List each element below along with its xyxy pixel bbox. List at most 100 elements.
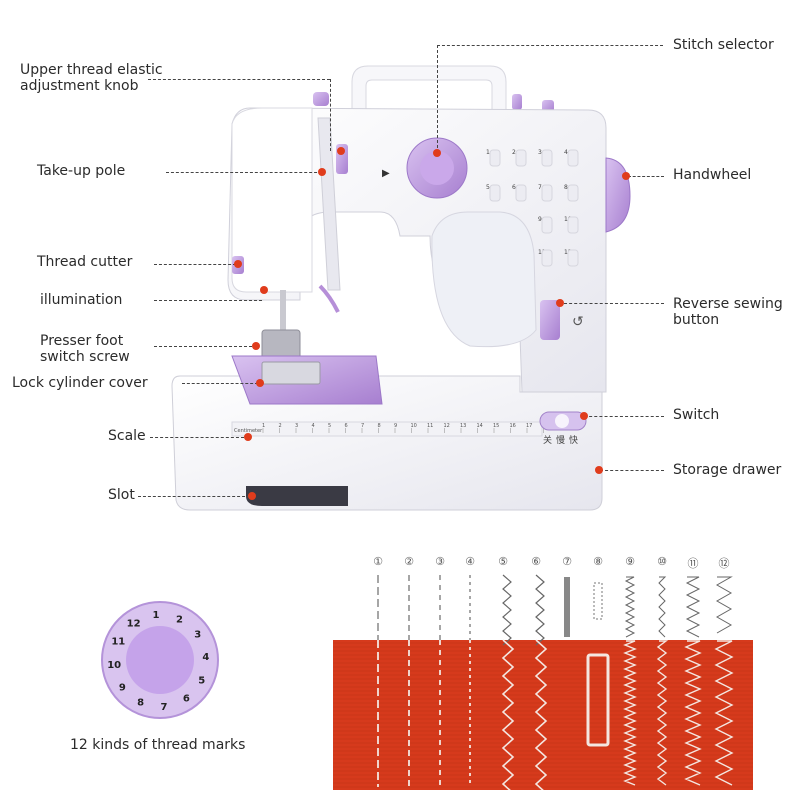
ruler-number: 6 [345, 423, 348, 429]
ruler-number: 16 [510, 423, 516, 429]
dial-number: 3 [194, 630, 201, 641]
ruler-number: 8 [378, 423, 381, 429]
spool-pin [313, 92, 329, 106]
stitch-number-12: ⑫ [718, 557, 730, 570]
dial-number: 9 [119, 682, 126, 693]
marker-upper-thread [337, 147, 345, 155]
stitch-number-10: ⑩ [657, 555, 667, 568]
ruler-number: 5 [328, 423, 331, 429]
ruler-number: 11 [427, 423, 433, 429]
stitch-white [684, 640, 702, 786]
presser-lever[interactable] [318, 284, 340, 313]
marker-thread-cutter [234, 260, 242, 268]
arm-opening [431, 211, 537, 348]
switch-mark-fast: 快 [569, 434, 578, 446]
label-stitch-selector: Stitch selector [673, 37, 774, 53]
leader-storage [600, 470, 664, 471]
reverse-sewing-button[interactable] [540, 300, 560, 340]
stitch-number: 2 [512, 149, 516, 156]
ruler-number: 2 [279, 423, 282, 429]
stitch-white [586, 653, 610, 747]
stitch-white [501, 639, 515, 790]
marker-storage [595, 466, 603, 474]
ruler-number: 9 [394, 423, 397, 429]
marker-scale [244, 433, 252, 441]
leader-lock-cylinder [182, 383, 258, 384]
stitch-symbol [541, 184, 553, 202]
stitch-gray [624, 576, 636, 638]
label-illumination: illumination [40, 292, 123, 308]
label-lock-cylinder: Lock cylinder cover [12, 375, 148, 391]
leader-scale [150, 437, 244, 438]
label-reverse-sewing: Reverse sewing button [673, 296, 783, 328]
stitch-lines [377, 574, 734, 790]
stitch-symbol [515, 184, 527, 202]
stitch-number-7: ⑦ [562, 555, 572, 568]
ruler-number: 13 [460, 423, 466, 429]
stitch-gray [685, 576, 701, 638]
stitch-number-4: ④ [465, 555, 475, 568]
stitch-number-11: ⑪ [687, 557, 699, 570]
label-upper-thread-knob: Upper thread elastic adjustment knob [20, 62, 163, 94]
dial-center [126, 626, 194, 694]
dial-number: 5 [198, 675, 205, 686]
label-take-up-pole: Take-up pole [37, 163, 126, 179]
label-presser-foot: Presser foot switch screw [40, 333, 130, 365]
marker-reverse [556, 299, 564, 307]
stitch-gray [535, 574, 545, 646]
slot[interactable] [246, 486, 348, 506]
stitch-white [656, 640, 669, 786]
dial-caption: 12 kinds of thread marks [70, 737, 246, 753]
ruler-number: 12 [444, 423, 450, 429]
stitch-number: 8 [564, 184, 568, 191]
stitch-number-5: ⑤ [498, 555, 508, 568]
ruler-number: 1 [262, 423, 265, 429]
stitch-gray [658, 576, 667, 638]
stitch-white [534, 639, 548, 790]
ruler-number: 3 [295, 423, 298, 429]
stitch-symbol [567, 249, 579, 267]
ruler-number: 15 [493, 423, 499, 429]
marker-take-up [318, 168, 326, 176]
stitch-number: 3 [538, 149, 542, 156]
leader-stitch-selector [437, 45, 663, 46]
handwheel[interactable] [605, 157, 631, 233]
leader-thread-cutter [154, 264, 236, 265]
switch-mark-slow: 慢 [556, 434, 565, 446]
stitch-symbol [567, 216, 579, 234]
dial-number: 7 [161, 702, 168, 713]
leader-upper-thread [148, 79, 330, 80]
stitch-number-1: ① [373, 555, 383, 568]
ruler-number: 7 [361, 423, 364, 429]
stitch-selector-dial-center [420, 151, 454, 185]
marker-illumination [260, 286, 268, 294]
stitch-white [714, 640, 734, 786]
marker-slot [248, 492, 256, 500]
sewing-machine-illustration: Centimeter 123456789101112131415161718 ▶… [171, 65, 631, 511]
label-scale: Scale [108, 428, 146, 444]
ruler-number: 10 [411, 423, 417, 429]
stitch-number-8: ⑧ [593, 555, 603, 568]
needle-bar [280, 290, 286, 340]
stitch-gray [715, 576, 733, 634]
dial-number: 2 [176, 614, 183, 625]
leader-take-up [166, 172, 322, 173]
leader-handwheel [628, 176, 664, 177]
dial-number: 6 [183, 694, 190, 705]
stitch-white [623, 640, 637, 786]
thread-guide-channel [317, 117, 341, 291]
leader-upper-thread-v [330, 79, 331, 151]
dial-number: 8 [137, 698, 144, 709]
power-switch-knob [555, 414, 569, 428]
ruler-number: 17 [526, 423, 532, 429]
stitch-symbol [515, 149, 527, 167]
label-slot: Slot [108, 487, 135, 503]
dial-number: 12 [127, 618, 141, 629]
scale-unit-text: Centimeter [234, 428, 263, 434]
label-storage-drawer: Storage drawer [673, 462, 782, 478]
pointer-arrow-icon: ▶ [382, 168, 390, 179]
stitch-number-2: ② [404, 555, 414, 568]
